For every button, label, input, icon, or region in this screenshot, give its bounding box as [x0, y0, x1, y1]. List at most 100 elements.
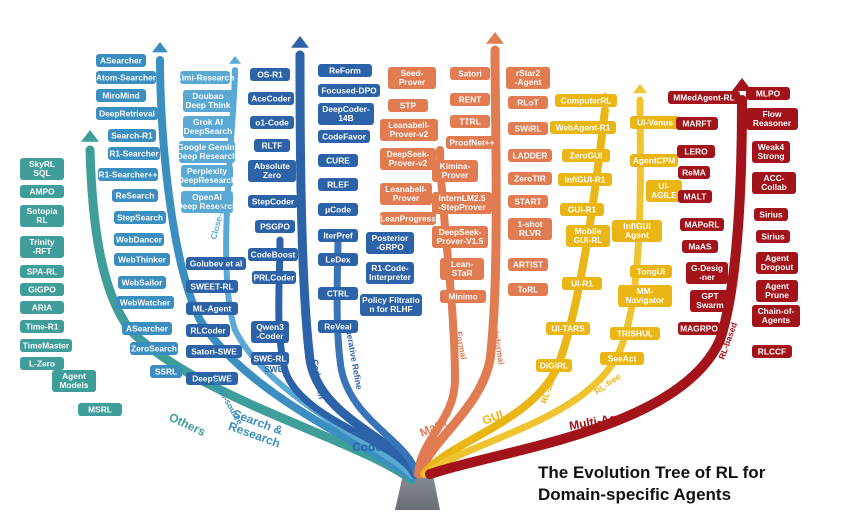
node-search-open-3-box: [96, 107, 158, 120]
node-others-4-box: [20, 265, 64, 278]
node-code-iter-9-box: [318, 287, 358, 300]
diagram-title: The Evolution Tree of RL for Domain-spec…: [538, 462, 838, 506]
node-code-iter-10-box: [318, 320, 358, 333]
node-math-informal-6: SWiRL: [508, 122, 548, 135]
node-math-informal-2-label: TTRL: [459, 117, 480, 127]
node-code-iter-6: μCode: [318, 203, 358, 216]
node-math-informal-1-box: [450, 93, 490, 106]
node-search-open-11-box: [118, 276, 166, 289]
code-gen-arrow-head: [291, 36, 309, 48]
node-math-formal-7: InternLM2.5-StepProver: [432, 192, 492, 214]
node-multiagent-18: MAGRPO: [678, 322, 720, 335]
node-math-formal-1-label: STP: [400, 101, 417, 111]
title-line-1: The Evolution Tree of RL for: [538, 463, 766, 482]
node-math-informal-7-label: LADDER: [513, 151, 548, 161]
node-others-11-box: [78, 403, 122, 416]
node-code-swe-3: RLCoder: [186, 324, 230, 337]
node-code-gen-0-box: [250, 68, 290, 81]
node-multiagent-13-box: [756, 252, 798, 274]
node-code-gen-0-label: OS-R1: [257, 70, 283, 80]
node-code-gen-6-label: PSGPO: [260, 222, 290, 232]
node-math-formal-9-label: Lean-STaR: [451, 259, 474, 278]
node-search-open-7: ReSearch: [112, 189, 158, 202]
node-others-3-label: Trinity-RFT: [29, 237, 54, 256]
node-search-open-4-box: [108, 129, 156, 142]
node-math-formal-3-label: DeepSeek-Prover-v2: [387, 149, 430, 168]
node-search-open-1-box: [96, 71, 156, 84]
branch-search-open: [156, 56, 416, 482]
node-multiagent-17-box: [752, 305, 800, 327]
node-code-swe-5-box: [186, 372, 238, 385]
node-others-9-label: L-Zero: [29, 359, 55, 369]
node-gui-free-7: SeeAct: [600, 352, 644, 365]
node-gui-base-2: ZeroGUI: [562, 149, 610, 162]
node-math-formal-4: Leanabell-Prover: [380, 183, 432, 205]
node-gui-free-2-label: UI-AGILE: [651, 181, 677, 200]
node-gui-base-3: InfiGUI-R1: [558, 173, 612, 186]
node-multiagent-19-label: RLCCF: [758, 347, 786, 357]
node-code-gen-6-box: [255, 220, 295, 233]
node-search-open-13: ASearcher: [122, 322, 172, 335]
node-code-iter-5: RLEF: [318, 178, 358, 191]
node-code-swe-0-label: Golubev et al: [190, 259, 243, 269]
node-code-iter-13-box: [360, 294, 422, 316]
node-others-4-label: SPA-RL: [27, 267, 58, 277]
node-code-gen-8-box: [252, 271, 296, 284]
node-code-iter-9-label: CTRL: [327, 289, 349, 299]
node-search-closed-1-box: [183, 90, 233, 112]
node-code-swe-1: SWEET-RL: [186, 280, 238, 293]
node-math-informal-11-label: ARTIST: [513, 260, 544, 270]
node-search-open-14-box: [130, 342, 178, 355]
node-math-formal-2: Leanabell-Prover-v2: [380, 119, 438, 141]
node-math-informal-9-box: [508, 195, 548, 208]
node-code-iter-11-box: [366, 232, 414, 254]
node-multiagent-0-label: MMedAgent-RL: [673, 93, 734, 103]
node-gui-free-7-label: SeeAct: [608, 354, 637, 364]
node-multiagent-14: G-Desig-ner: [686, 262, 728, 284]
node-math-informal-7: LADDER: [508, 149, 552, 162]
node-math-formal-0-label: Seed-Prover: [399, 68, 426, 87]
node-math-formal-8-label: DeepSeek-Prover-V1.5: [437, 227, 484, 246]
node-code-swe-7-box: [251, 352, 289, 365]
node-others-3-box: [20, 236, 64, 258]
node-code-iter-1-label: Focused-DPO: [321, 86, 377, 96]
node-search-open-0-label: ASearcher: [100, 56, 143, 66]
node-gui-base-1: WebAgent-R1: [550, 121, 616, 134]
node-others-5-label: GiGPO: [28, 285, 56, 295]
node-code-iter-10: ReVeal: [318, 320, 358, 333]
node-search-closed-0-label: Kimi-Research: [176, 73, 235, 83]
node-search-open-5-box: [108, 147, 160, 160]
node-multiagent-10-box: [680, 218, 724, 231]
node-gui-base-0-label: ComputerRL: [561, 96, 612, 106]
node-multiagent-7-label: ACC-Collab: [761, 173, 787, 192]
node-math-formal-3: DeepSeek-Prover-v2: [380, 148, 436, 170]
node-math-informal-12: ToRL: [508, 283, 548, 296]
node-math-informal-10-box: [508, 218, 552, 240]
node-search-open-11: WebSailor: [118, 276, 166, 289]
node-search-open-1-label: Atom-Searcher: [96, 73, 157, 83]
node-code-iter-8-box: [318, 253, 358, 266]
node-math-informal-11: ARTIST: [508, 258, 548, 271]
node-multiagent-7: ACC-Collab: [752, 172, 796, 194]
node-search-open-9: WebDancer: [114, 233, 164, 246]
node-gui-base-0-box: [555, 94, 617, 107]
node-search-open-2-box: [96, 89, 146, 102]
node-code-iter-9: CTRL: [318, 287, 358, 300]
node-gui-free-5-label: MM-Navigator: [626, 286, 665, 305]
node-search-open-9-box: [114, 233, 164, 246]
node-math-formal-6-box: [432, 160, 478, 182]
node-search-open-12-box: [116, 296, 174, 309]
node-search-closed-5-box: [181, 191, 233, 213]
node-gui-base-8: DiGiRL: [536, 359, 572, 372]
node-math-informal-7-box: [508, 149, 552, 162]
node-code-swe-4-box: [186, 345, 242, 358]
node-code-iter-2: DeepCoder-14B: [318, 103, 374, 125]
node-others-3: Trinity-RFT: [20, 236, 64, 258]
